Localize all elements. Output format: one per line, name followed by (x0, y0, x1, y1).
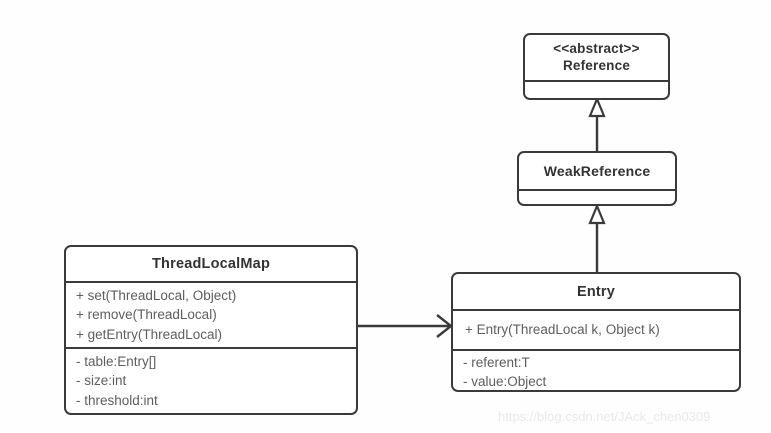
watermark-text: https://blog.csdn.net/JAck_chen0309 (498, 409, 711, 424)
class-members-weakreference (519, 189, 675, 204)
class-box-reference[interactable]: <<abstract>> Reference (523, 33, 670, 100)
class-operations-entry: + Entry(ThreadLocal k, Object k) (453, 309, 739, 349)
attribute-row: - table:Entry[] (76, 354, 157, 370)
class-attributes-threadlocalmap: - table:Entry[] - size:int - threshold:i… (66, 347, 356, 413)
class-box-threadlocalmap[interactable]: ThreadLocalMap + set(ThreadLocal, Object… (64, 245, 358, 415)
attribute-row: - size:int (76, 373, 127, 389)
class-header-weakreference: WeakReference (519, 153, 675, 189)
association-threadlocalmap-to-entry (358, 314, 453, 338)
class-name-reference: Reference (562, 57, 631, 73)
class-name-threadlocalmap: ThreadLocalMap (151, 256, 270, 272)
operation-row: + set(ThreadLocal, Object) (76, 288, 237, 304)
attribute-row: - threshold:int (76, 392, 158, 408)
operation-row: + Entry(ThreadLocal k, Object k) (465, 322, 660, 338)
class-operations-threadlocalmap: + set(ThreadLocal, Object) + remove(Thre… (66, 281, 356, 347)
attribute-row: - referent:T (463, 355, 530, 370)
class-attributes-entry: - referent:T - value:Object (453, 349, 739, 390)
class-header-entry: Entry (453, 274, 739, 309)
attribute-row: - value:Object (463, 374, 547, 390)
operation-row: + remove(ThreadLocal) (76, 307, 217, 323)
operation-row: + getEntry(ThreadLocal) (76, 326, 222, 342)
generalization-weakreference-to-reference (588, 96, 606, 151)
class-members-reference (525, 80, 668, 98)
class-box-entry[interactable]: Entry + Entry(ThreadLocal k, Object k) -… (451, 272, 741, 392)
class-name-weakreference: WeakReference (543, 163, 651, 179)
class-header-reference: <<abstract>> Reference (525, 35, 668, 80)
class-stereotype-reference: <<abstract>> (553, 40, 640, 56)
class-box-weakreference[interactable]: WeakReference (517, 151, 677, 206)
class-header-threadlocalmap: ThreadLocalMap (66, 247, 356, 281)
generalization-entry-to-weakreference (588, 203, 606, 272)
class-name-entry: Entry (576, 283, 616, 300)
